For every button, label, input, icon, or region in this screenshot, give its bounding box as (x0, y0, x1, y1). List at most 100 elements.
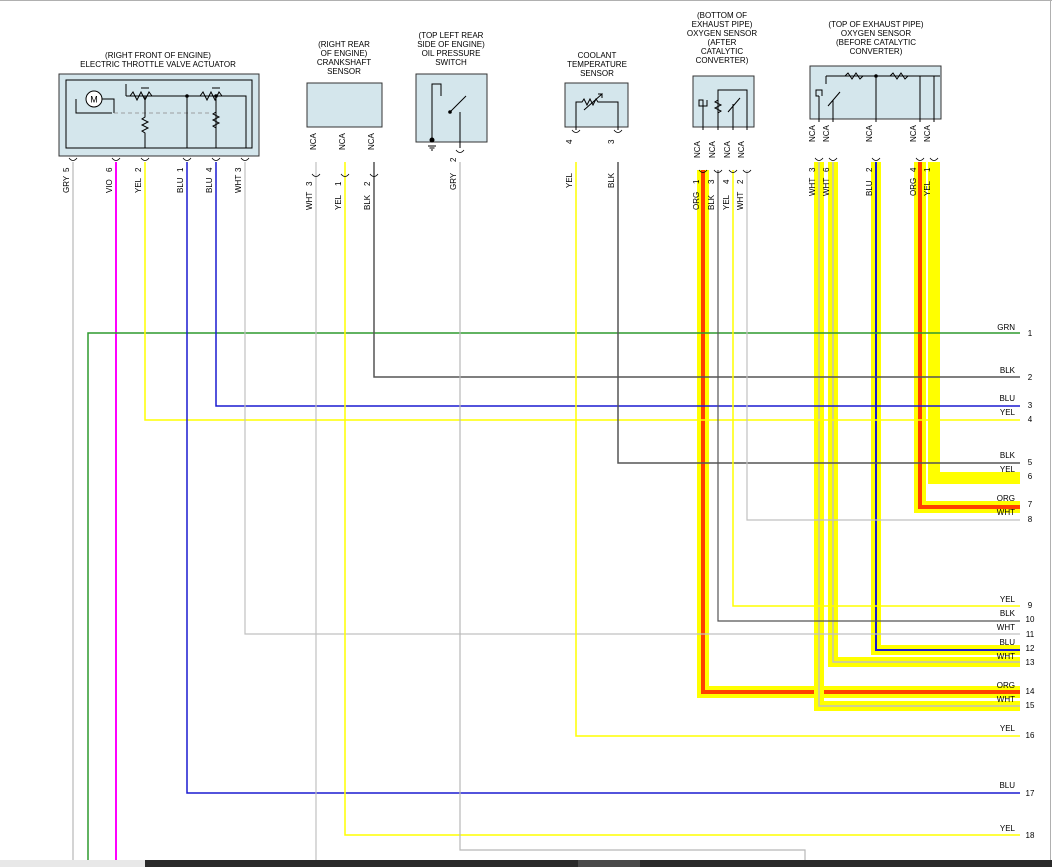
pin-num: 4 (565, 139, 574, 144)
coolant-temp-sensor: COOLANT TEMPERATURE SENSOR (564, 51, 629, 130)
connector-wire-color: YEL (1000, 724, 1016, 733)
pin-num: 3 (607, 139, 616, 144)
pin-num: 3 (707, 179, 716, 184)
pin-num: 2 (134, 167, 143, 172)
oil-title-line3: OIL PRESSURE (422, 49, 481, 58)
pin-num: 1 (176, 167, 185, 172)
pin-num: 3 (234, 167, 243, 172)
connector-labels: GRN 1 BLK 2 BLU 3 YEL 4 BLK 5 YEL 6 ORG … (997, 323, 1035, 840)
highlighted-wires (697, 162, 1020, 711)
nca-crank-1: NCA (338, 132, 347, 150)
o2b-title-line2: OXYGEN SENSOR (841, 29, 911, 38)
nca-o2b-4: NCA (909, 124, 918, 142)
coolant-title-line2: TEMPERATURE (567, 60, 627, 69)
o2b-title-line1: (TOP OF EXHAUST PIPE) (828, 20, 923, 29)
pin-color: YEL (334, 194, 343, 210)
connector-pin-number: 5 (1028, 458, 1033, 467)
pin-color: WHT (808, 178, 817, 196)
pin-color: YEL (134, 177, 143, 193)
nca-crank-2: NCA (367, 132, 376, 150)
oil-title-line4: SWITCH (435, 58, 467, 67)
pin-color: ORG (909, 178, 918, 196)
connector-pin-number: 14 (1026, 687, 1035, 696)
pin-num: 5 (62, 167, 71, 172)
bottom-strip-mark (578, 860, 640, 867)
coolant-title-line1: COOLANT (578, 51, 617, 60)
nca-o2b-2: NCA (865, 124, 874, 142)
motor-symbol: M (90, 95, 98, 105)
throttle-title-line2: ELECTRIC THROTTLE VALVE ACTUATOR (80, 60, 236, 69)
crank-title-line4: SENSOR (327, 67, 361, 76)
crankshaft-sensor: (RIGHT REAR OF ENGINE) CRANKSHAFT SENSOR (306, 40, 383, 128)
connector-wire-color: YEL (1000, 408, 1016, 417)
connector-wire-color: YEL (1000, 465, 1016, 474)
pin-num: 4 (909, 167, 918, 172)
connector-pin-number: 1 (1028, 329, 1033, 338)
nca-crank-3: NCA (309, 132, 318, 150)
connector-wire-color: BLK (1000, 366, 1016, 375)
connector-pin-number: 9 (1028, 601, 1033, 610)
connector-pin-number: 4 (1028, 415, 1033, 424)
pin-num: 6 (822, 167, 831, 172)
pin-num: 4 (205, 167, 214, 172)
pin-color: BLK (363, 194, 372, 210)
pin-num: 6 (105, 167, 114, 172)
connector-wire-color: ORG (997, 494, 1015, 503)
pin-num: 1 (692, 179, 701, 184)
o2a-title-line2: EXHAUST PIPE) (692, 20, 753, 29)
crank-title-line2: OF ENGINE) (321, 49, 368, 58)
pin-num: 4 (722, 179, 731, 184)
pin-color: BLK (707, 194, 716, 210)
pin-color: WHT (822, 178, 831, 196)
connector-pin-number: 11 (1026, 630, 1035, 639)
connector-wire-color: YEL (1000, 595, 1016, 604)
pin-color: VIO (105, 179, 114, 193)
pin-num: 2 (363, 181, 372, 186)
normal-wires (72, 162, 1020, 862)
connector-wire-color: BLU (999, 781, 1015, 790)
pin-color: BLU (176, 177, 185, 193)
o2b-title-line4: CONVERTER) (850, 47, 903, 56)
nca-o2a-1: NCA (693, 140, 702, 158)
connector-wire-color: BLK (1000, 451, 1016, 460)
pin-color: YEL (565, 172, 574, 188)
connector-pin-number: 12 (1026, 644, 1035, 653)
oil-title-line1: (TOP LEFT REAR (419, 31, 484, 40)
connector-wire-color: ORG (997, 681, 1015, 690)
nca-o2a-2: NCA (737, 140, 746, 158)
crank-title-line3: CRANKSHAFT (317, 58, 371, 67)
pin-color: WHT (305, 192, 314, 210)
nca-o2a-4: NCA (723, 140, 732, 158)
o2-sensor-after-cat: (BOTTOM OF EXHAUST PIPE) OXYGEN SENSOR (… (687, 11, 757, 130)
coolant-title-line3: SENSOR (580, 69, 614, 78)
pin-color: GRY (62, 175, 71, 193)
pin-color: YEL (722, 194, 731, 210)
nca-o2b-3: NCA (808, 124, 817, 142)
pin-num: 2 (449, 157, 458, 162)
connector-pin-number: 18 (1026, 831, 1035, 840)
connector-pin-number: 17 (1026, 789, 1035, 798)
pin-num: 1 (923, 167, 932, 172)
nca-o2b-6: NCA (822, 124, 831, 142)
pin-num: 3 (808, 167, 817, 172)
connector-pin-number: 16 (1026, 731, 1035, 740)
pin-color: WHT (234, 175, 243, 193)
o2a-title-line4: (AFTER (708, 38, 737, 47)
pin-color: YEL (923, 180, 932, 196)
nca-o2b-1: NCA (923, 124, 932, 142)
connector-pin-number: 8 (1028, 515, 1033, 524)
connector-wire-color: WHT (997, 652, 1015, 661)
pin-color: BLU (205, 177, 214, 193)
connector-wire-color: WHT (997, 695, 1015, 704)
pin-color: WHT (736, 192, 745, 210)
nca-o2a-3: NCA (708, 140, 717, 158)
pin-labels: 5 GRY 6 VIO 2 YEL 1 BLU 4 BLU 3 WHT 3 WH… (62, 139, 932, 210)
terminal-marks (68, 129, 939, 177)
crank-title-line1: (RIGHT REAR (318, 40, 370, 49)
connector-wire-color: YEL (1000, 824, 1016, 833)
o2-sensor-before-cat: (TOP OF EXHAUST PIPE) OXYGEN SENSOR (BEF… (809, 20, 942, 122)
pin-color: GRY (449, 172, 458, 190)
oil-title-line2: SIDE OF ENGINE) (417, 40, 485, 49)
throttle-title-line1: (RIGHT FRONT OF ENGINE) (105, 51, 211, 60)
